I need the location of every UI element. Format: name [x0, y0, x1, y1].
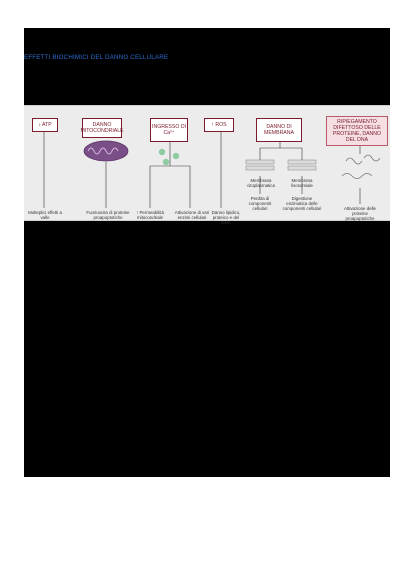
ros-box: ↑ ROS	[204, 118, 234, 132]
protein-dna-damage-box: RIPIEGAMENTO DIFETTOSO DELLE PROTEINE, D…	[326, 116, 388, 146]
mitochondrial-damage-box: DANNO MITOCONDRIALE	[80, 118, 124, 138]
atp-effect-label: Molteplici effetti a valle	[28, 210, 62, 221]
lysosomal-membrane-label: Membrana lisosomiale	[291, 178, 313, 189]
protein-effect-label: Attivazione delle proteine proapoptotich…	[344, 206, 376, 222]
component-loss-label: Perdita di componenti cellulari	[248, 196, 272, 212]
protein-dna-illustration	[341, 154, 381, 179]
plasma-membrane-label: Membrana citoplasmatica	[247, 178, 275, 189]
slide: EFFETTI BIOCHIMICI DEL DANNO CELLULARE	[24, 28, 390, 477]
calcium-influx-box: INGRESSO DI Ca²⁺	[150, 118, 188, 142]
mito-effect-label: Fuoriuscita di proteine proapoptotiche	[86, 210, 130, 221]
diagram-panel: ↓ ATP DANNO MITOCONDRIALE INGRESSO DI Ca…	[24, 105, 390, 225]
membrane-damage-box: DANNO DI MEMBRANA	[256, 118, 302, 142]
atp-box: ↓ ATP	[32, 118, 58, 132]
diagram-graphics	[43, 128, 381, 208]
membrane-illustration	[245, 159, 317, 171]
figure-title: EFFETTI BIOCHIMICI DEL DANNO CELLULARE	[24, 54, 169, 61]
ros-effect-label: Danno lipidico, proteico e del DNA	[211, 210, 241, 226]
mitochondrion-illustration	[83, 140, 129, 162]
calcium-permeability-label: ↑ Permeabilità mitocondriale	[136, 210, 164, 221]
calcium-enzymes-label: Attivazione di vari enzimi cellulari	[174, 210, 210, 221]
enzymatic-digestion-label: Digestione enzimatica delle componenti c…	[282, 196, 322, 212]
